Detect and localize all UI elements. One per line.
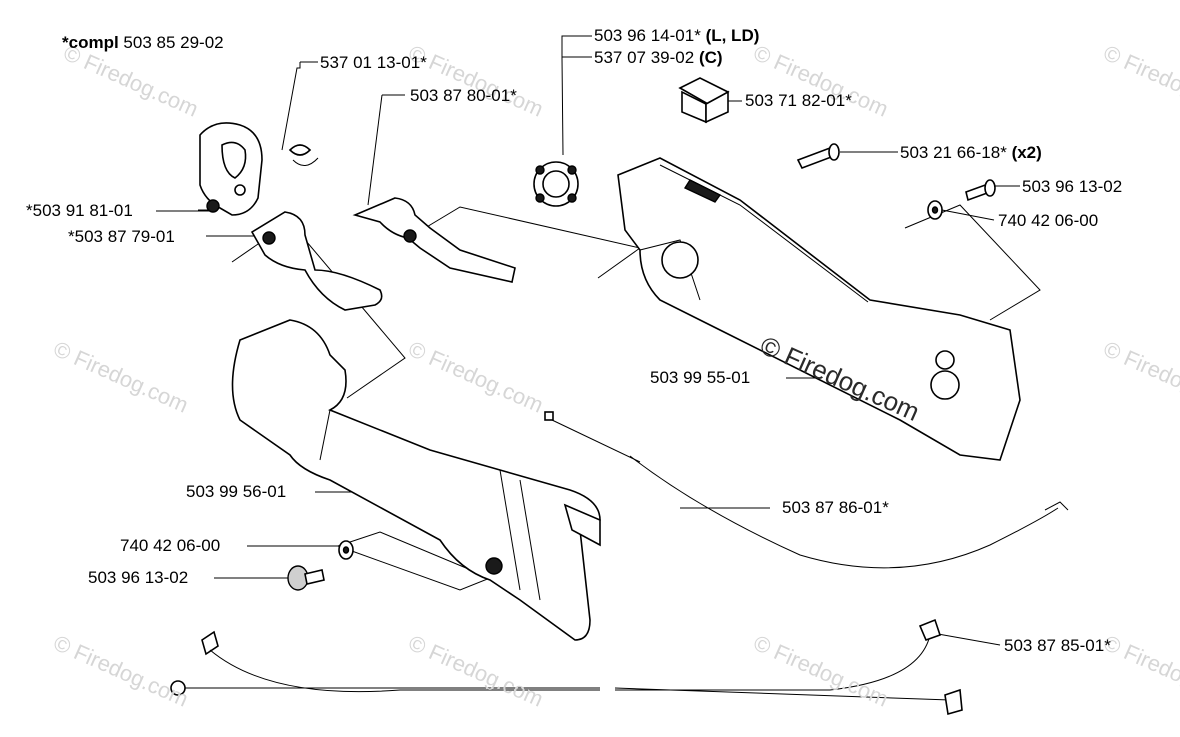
- label-503961302-right: 503 96 13-02: [1022, 177, 1123, 196]
- label-503878501: 503 87 85-01*: [1004, 636, 1111, 655]
- screw-right: [965, 179, 996, 202]
- compl-prefix: *compl: [62, 33, 119, 52]
- compl-number: 503 85 29-02: [123, 33, 224, 52]
- handle-housing-right: [617, 157, 1021, 461]
- label-503216618: 503 21 66-18* (x2): [900, 143, 1042, 163]
- variant-suffix: (C): [698, 48, 723, 67]
- spring: [288, 144, 319, 166]
- label-503995601: 503 99 56-01: [186, 482, 287, 501]
- screw-left: [287, 565, 325, 591]
- label-503918101: *503 91 81-01: [26, 201, 133, 220]
- screw-right-top: [796, 143, 840, 170]
- throttle-cable: [544, 411, 1069, 569]
- variant-suffix: (L, LD): [705, 26, 760, 45]
- stop-switch: [678, 77, 730, 124]
- throttle-lever: [250, 211, 383, 311]
- label-740420600-left: 740 42 06-00: [120, 536, 221, 555]
- part-number: 503 96 14-01*: [594, 26, 701, 45]
- washer-left: [338, 540, 354, 560]
- part-number: 503 21 66-18*: [900, 143, 1007, 162]
- label-503961401: 503 96 14-01* (L, LD): [594, 26, 759, 46]
- washer-right: [927, 200, 943, 220]
- collar-ring: [533, 161, 579, 207]
- label-503995501: 503 99 55-01: [650, 368, 751, 387]
- label-503877901: *503 87 79-01: [68, 227, 175, 246]
- label-compl: *compl 503 85 29-02: [62, 33, 224, 53]
- label-503718201: 503 71 82-01*: [745, 91, 852, 110]
- wire-harness: [170, 618, 963, 716]
- label-503961302-left: 503 96 13-02: [88, 568, 189, 587]
- label-537073902: 537 07 39-02 (C): [594, 48, 723, 68]
- trigger-lever: [352, 197, 516, 283]
- label-537011301: 537 01 13-01*: [320, 53, 427, 72]
- clamp-bracket: [199, 122, 263, 216]
- label-503878601: 503 87 86-01*: [782, 498, 889, 517]
- label-503878001: 503 87 80-01*: [410, 86, 517, 105]
- handle-housing-left: [231, 319, 601, 641]
- part-number: 537 07 39-02: [594, 48, 695, 67]
- label-740420600-right: 740 42 06-00: [998, 211, 1099, 230]
- quantity-suffix: (x2): [1011, 143, 1042, 162]
